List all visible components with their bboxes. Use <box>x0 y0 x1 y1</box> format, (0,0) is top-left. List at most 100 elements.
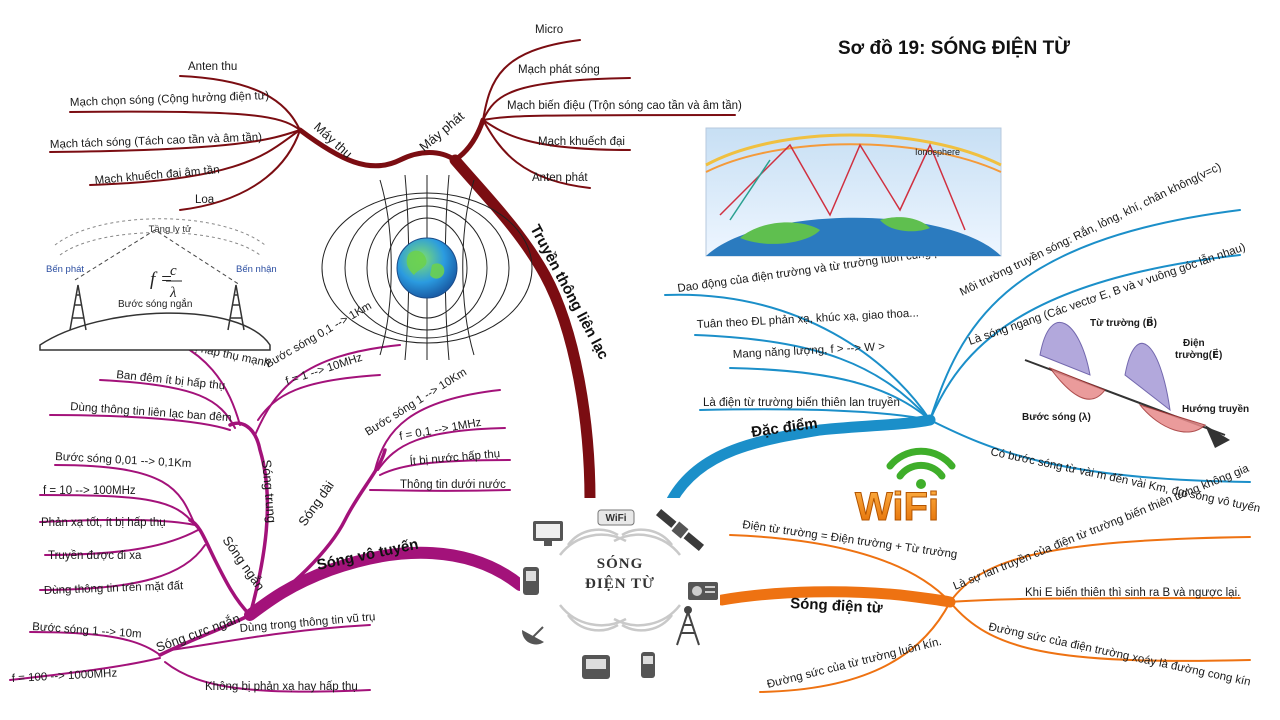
leaf-line <box>164 661 371 693</box>
leaf-line <box>482 77 631 121</box>
leaf-line <box>664 293 931 421</box>
antenna-illustration: Tầng ly tử Bến phát Bến nhận f = c λ Bướ… <box>39 218 277 351</box>
formula-lambda: λ <box>169 285 177 301</box>
leaf-line <box>49 129 301 153</box>
dac-diem-item: Là sóng ngang (Các vectơ E, B và v vuông… <box>967 240 1248 347</box>
tower-left-icon <box>69 284 87 331</box>
song-dai-item: Thông tin dưới nước <box>400 479 506 491</box>
branch-label-song-dai: Sóng dài <box>295 478 337 529</box>
leaf-line <box>482 119 591 189</box>
leaf-line <box>9 657 161 681</box>
antenna-label-left: Bến phát <box>46 264 84 275</box>
song-dai-item: Ít bị nước hấp thụ <box>409 447 500 468</box>
leaf-line <box>949 536 1251 603</box>
may-thu-item: Anten thu <box>188 61 237 73</box>
center-hub: SÓNG ĐIỆN TỪ WiFi <box>520 498 720 710</box>
branch-label-may-phat: Máy phát <box>416 108 467 154</box>
branch-label-song-dien-tu: Sóng điện từ <box>790 595 883 617</box>
ionosphere-label: Ionosphere <box>915 147 960 157</box>
magnetic-field-illustration <box>321 174 533 361</box>
satellite-dish-icon <box>521 626 544 645</box>
branch-label-song-trung: Sóng trung <box>259 459 279 524</box>
branch-song-ngan-stem <box>188 518 252 617</box>
leaf-line <box>482 114 736 121</box>
branch-song-dien-tu-trunk <box>716 586 956 608</box>
leaf-line <box>482 39 581 121</box>
branch-song-dien-tu <box>716 534 1251 693</box>
branch-truyen-thong <box>49 39 736 506</box>
branch-song-cuc-ngan-stem <box>158 613 252 657</box>
may-thu-item: Mạch tách sóng (Tách cao tần và âm tần) <box>50 132 263 151</box>
song-dien-tu-item: Đường sức của từ trường luôn kín. <box>766 636 943 691</box>
song-cuc-ngan-item: Không bị phản xạ hay hấp thụ <box>205 681 358 693</box>
leaf-line <box>699 408 931 421</box>
song-dai-item: f = 0,1 --> 1MHz <box>398 417 482 443</box>
leaf-line <box>257 374 381 421</box>
leaf-line <box>929 419 1251 483</box>
song-ngan-item: Bước sóng 0,01 --> 0,1Km <box>55 451 192 470</box>
leaf-line <box>54 464 196 526</box>
leaf-line <box>369 489 511 492</box>
song-ngan-item: Truyền được đi xa <box>48 550 142 562</box>
leaf-line <box>179 129 301 211</box>
leaf-line <box>929 209 1241 421</box>
may-phat-item: Mạch khuếch đại <box>538 136 625 148</box>
wave-label-direction: Hướng truyền <box>1182 403 1249 415</box>
leaf-line <box>482 119 631 151</box>
radio-tower-icon <box>676 606 700 646</box>
may-phat-item: Anten phát <box>532 172 588 184</box>
song-ngan-item: Phản xạ tốt, ít bị hấp thụ <box>41 517 166 529</box>
antenna-label-right: Bến nhận <box>236 264 277 275</box>
earth-icon <box>396 237 458 299</box>
dac-diem-item: Là điện từ trường biến thiên lan truyền <box>703 397 900 409</box>
monitor-icon <box>533 521 563 546</box>
wave-label-b: Từ trường (B⃗) <box>1090 316 1157 329</box>
leaf-line <box>729 367 931 421</box>
branch-may-phat-stem <box>452 117 486 163</box>
may-thu-item: Mạch chọn sóng (Cộng hưởng điện từ) <box>70 90 270 109</box>
wifi-logo-text: WiFi <box>855 485 939 529</box>
wifi-arcs-icon <box>886 447 956 480</box>
wave-label-e2: trường(E⃗) <box>1175 348 1222 361</box>
pda-icon <box>582 655 610 679</box>
center-title-line1: SÓNG <box>597 555 644 572</box>
song-dien-tu-item: Đường sức của điện trường xoáy là đường … <box>987 621 1251 688</box>
wifi-dot <box>916 479 926 489</box>
song-dien-tu-item: Là sự lan truyền của điện từ trường biến… <box>952 462 1252 592</box>
wave-rings <box>559 528 681 632</box>
center-title-line2: ĐIỆN TỪ <box>585 575 655 592</box>
may-phat-item: Mạch biến điệu (Trộn sóng cao tần và âm … <box>507 100 742 112</box>
tower-right-icon <box>227 284 245 331</box>
song-cuc-ngan-item: f = 100 --> 1000MHz <box>12 667 118 685</box>
may-thu-item: Loa <box>195 194 215 206</box>
song-trung-item: Ban đêm ít bị hấp thụ <box>116 369 226 392</box>
leaf-line <box>729 534 951 603</box>
wifi-logo: WiFi <box>855 447 956 530</box>
leaf-line <box>179 75 301 131</box>
song-dien-tu-item: Khi E biến thiên thì sinh ra B và ngược … <box>1025 587 1240 599</box>
may-phat-item: Micro <box>535 24 563 36</box>
leaf-line <box>377 427 506 471</box>
antenna-label-top: Tầng ly tử <box>149 224 192 235</box>
dac-diem-item: Tuân theo ĐL phản xạ, khúc xạ, giao thoa… <box>697 307 920 331</box>
song-ngan-item: f = 10 --> 100MHz <box>43 485 136 497</box>
wave-label-e1: Điện <box>1183 338 1205 349</box>
leaf-line <box>29 631 161 656</box>
branch-song-trung-stem <box>228 421 270 617</box>
leaf-line <box>169 624 371 651</box>
song-ngan-item: Dùng thông tin trên mặt đất <box>44 580 185 597</box>
leaf-line <box>254 344 401 436</box>
mobile-icon <box>641 652 655 678</box>
branch-dac-diem <box>664 209 1251 506</box>
leaf-line <box>44 529 199 556</box>
radio-icon <box>688 582 718 600</box>
song-trung-item: Dùng thông tin liên lạc ban đêm <box>70 401 232 424</box>
phone-icon <box>523 567 539 595</box>
ionosphere-illustration: Ionosphere <box>705 127 1002 257</box>
antenna-label-bottom: Bước sóng ngắn <box>118 297 192 310</box>
leaf-line <box>39 494 196 526</box>
leaf-line <box>694 334 931 421</box>
song-cuc-ngan-item: Bước sóng 1 --> 10m <box>32 621 142 641</box>
